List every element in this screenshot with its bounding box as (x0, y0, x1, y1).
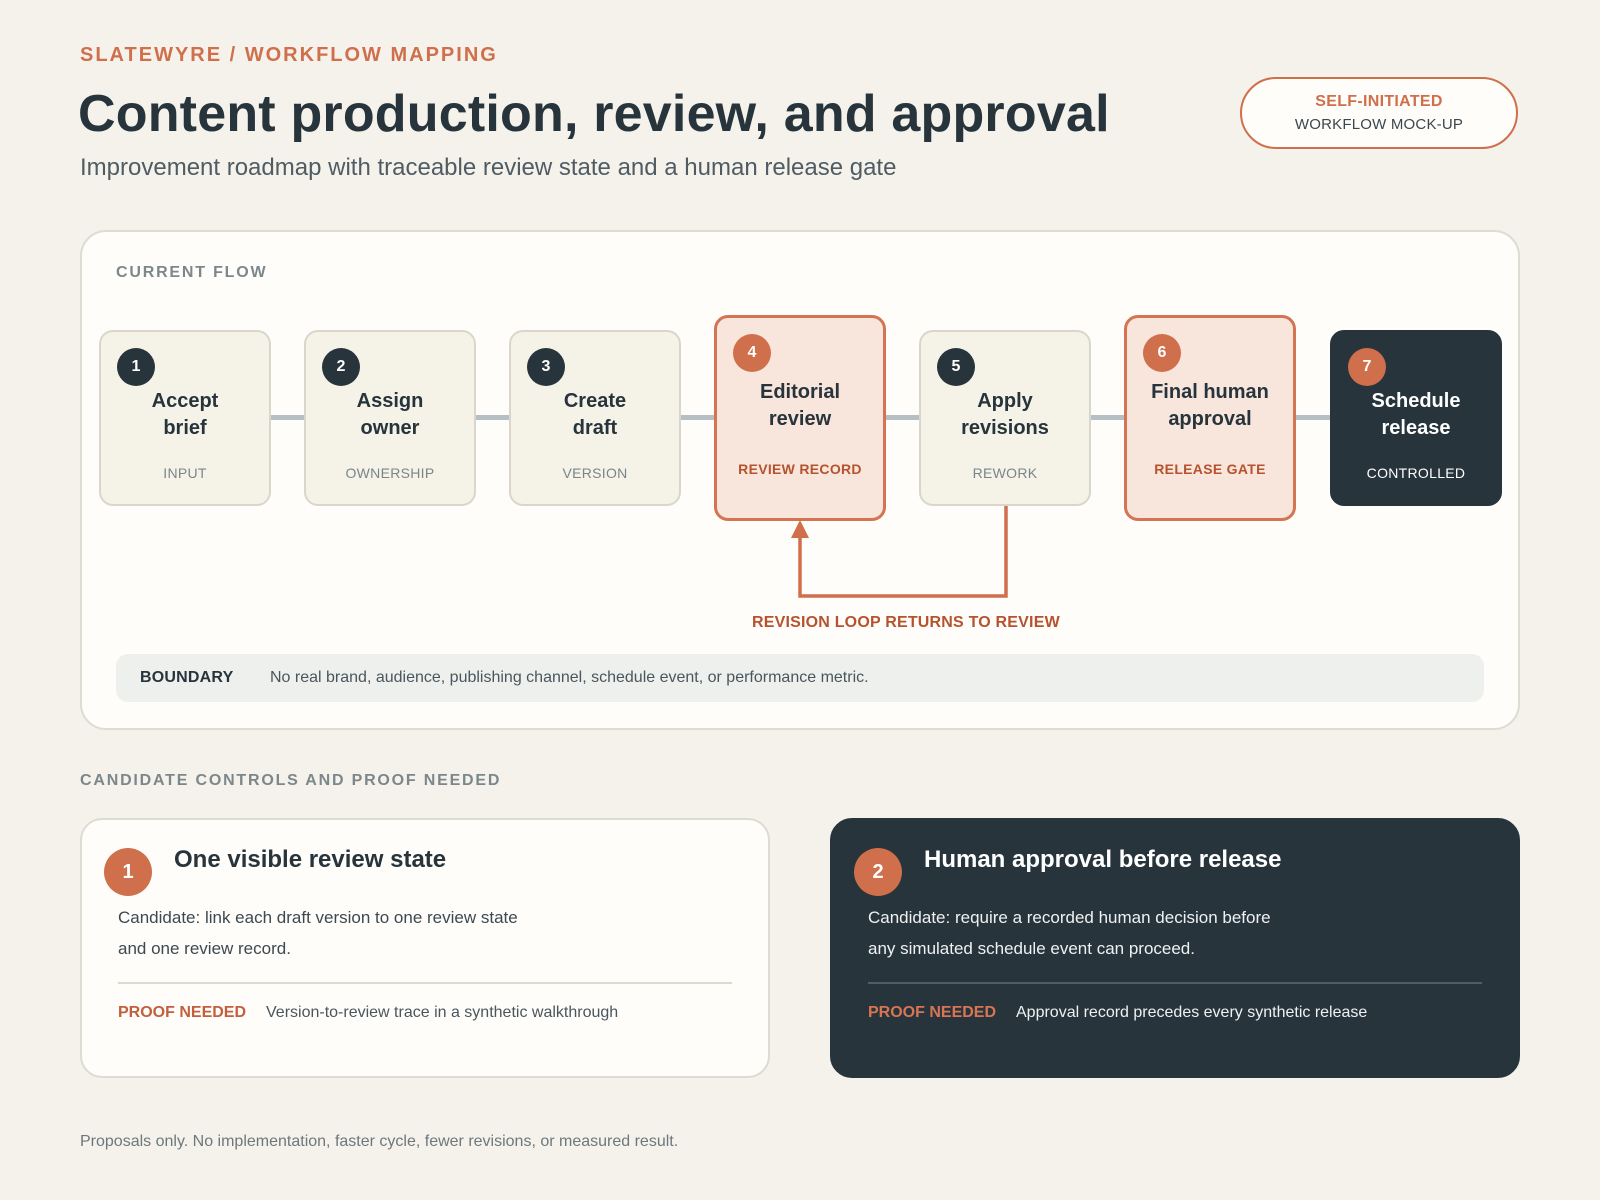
current-flow-label: CURRENT FLOW (116, 264, 268, 281)
card-body-line-1: Candidate: link each draft version to on… (118, 908, 518, 927)
proof-needed-text: Approval record precedes every synthetic… (1016, 1004, 1368, 1021)
breadcrumb: SLATEWYRE / WORKFLOW MAPPING (80, 44, 498, 66)
badge-line-2: WORKFLOW MOCK-UP (1294, 116, 1464, 133)
step-tag: REWORK (972, 465, 1038, 481)
card-body-line-1: Candidate: require a recorded human deci… (868, 908, 1271, 927)
flow-step-final-human-approval: 6 Final human approval RELEASE GATE (1124, 315, 1296, 521)
step-number: 5 (937, 348, 975, 386)
boundary-text: No real brand, audience, publishing chan… (270, 669, 869, 686)
step-number: 6 (1143, 334, 1181, 372)
step-tag: RELEASE GATE (1154, 461, 1266, 477)
page-subtitle: Improvement roadmap with traceable revie… (80, 154, 897, 181)
card-body: Candidate: require a recorded human deci… (868, 902, 1298, 964)
step-number: 7 (1348, 348, 1386, 386)
card-title: One visible review state (174, 846, 447, 873)
flow-step-accept-brief: 1 Accept brief INPUT (99, 330, 271, 506)
step-number: 4 (733, 334, 771, 372)
step-title-line-2: draft (572, 417, 618, 439)
step-title-line-1: Create (563, 390, 627, 412)
step-number: 2 (322, 348, 360, 386)
step-title-line-2: review (768, 408, 832, 430)
step-title-line-1: Apply (977, 390, 1033, 412)
card-title: Human approval before release (924, 846, 1282, 873)
boundary-note: BOUNDARY No real brand, audience, publis… (116, 654, 1484, 702)
step-title-line-2: approval (1168, 408, 1252, 430)
step-title-line-1: Editorial (759, 381, 840, 403)
proof-needed-text: Version-to-review trace in a synthetic w… (266, 1004, 619, 1021)
card-body-line-2: any simulated schedule event can proceed… (868, 939, 1195, 958)
step-title-line-1: Schedule (1371, 390, 1461, 412)
flow-step-apply-revisions: 5 Apply revisions REWORK (919, 330, 1091, 506)
proof-needed-label: PROOF NEEDED (868, 1004, 997, 1021)
candidate-controls-label: CANDIDATE CONTROLS AND PROOF NEEDED (80, 772, 502, 789)
step-tag: INPUT (163, 465, 207, 481)
flow-step-schedule-release: 7 Schedule release CONTROLLED (1330, 330, 1502, 506)
revision-loop-label: REVISION LOOP RETURNS TO REVIEW (752, 614, 1060, 631)
proof-needed-label: PROOF NEEDED (118, 1004, 247, 1021)
step-title-line-2: brief (163, 417, 207, 439)
control-card-human-approval: 2 Human approval before release Candidat… (830, 818, 1520, 1078)
step-tag: REVIEW RECORD (738, 461, 862, 477)
badge-line-1: SELF-INITIATED (1315, 93, 1443, 110)
flow-step-create-draft: 3 Create draft VERSION (509, 330, 681, 506)
step-number: 1 (117, 348, 155, 386)
revision-loop-arrow (791, 506, 1008, 598)
page-title: Content production, review, and approval (78, 85, 1110, 143)
card-divider (868, 982, 1482, 984)
step-title-line-1: Final human (1151, 381, 1269, 403)
flow-step-assign-owner: 2 Assign owner OWNERSHIP (304, 330, 476, 506)
step-tag: CONTROLLED (1366, 465, 1466, 481)
footer-note: Proposals only. No implementation, faste… (80, 1133, 679, 1150)
status-badge: SELF-INITIATED WORKFLOW MOCK-UP (1240, 77, 1518, 149)
step-title-line-1: Accept (151, 390, 219, 412)
step-number: 3 (527, 348, 565, 386)
card-divider (118, 982, 732, 984)
step-title-line-2: owner (360, 417, 420, 439)
step-title-line-1: Assign (356, 390, 424, 412)
card-body-line-2: and one review record. (118, 939, 291, 958)
card-number: 1 (104, 848, 152, 896)
step-title-line-2: revisions (961, 417, 1049, 439)
step-title-line-2: release (1381, 417, 1451, 439)
boundary-label: BOUNDARY (140, 669, 234, 686)
card-number: 2 (854, 848, 902, 896)
control-card-review-state: 1 One visible review state Candidate: li… (80, 818, 770, 1078)
step-tag: OWNERSHIP (345, 465, 435, 481)
flow-step-editorial-review: 4 Editorial review REVIEW RECORD (714, 315, 886, 521)
card-body: Candidate: link each draft version to on… (118, 902, 548, 964)
step-tag: VERSION (562, 465, 628, 481)
